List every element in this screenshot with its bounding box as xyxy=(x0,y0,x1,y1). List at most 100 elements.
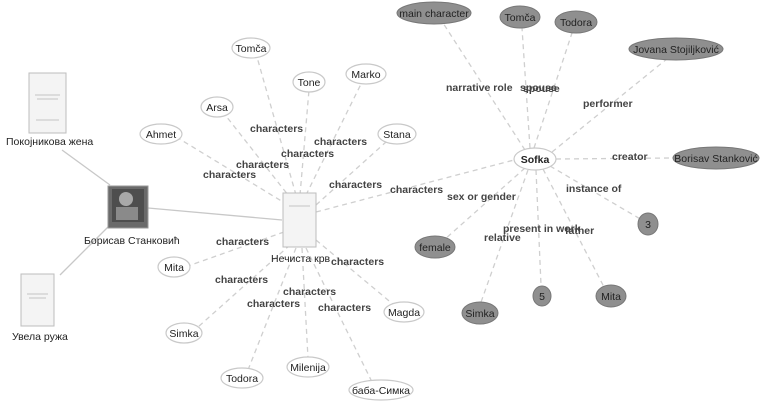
node-label: main character xyxy=(399,8,469,20)
author-node[interactable]: Борисав Станковић xyxy=(84,185,180,247)
work-pokojnikova[interactable]: Покојникова жена xyxy=(6,72,93,148)
edge-book-milenija xyxy=(301,247,309,359)
edge-label-relative: relative xyxy=(484,232,521,244)
graph-edges xyxy=(59,22,671,383)
edge-book-todora xyxy=(247,247,297,371)
edge-label-sofka: characters xyxy=(390,184,443,196)
node-label: Arsa xyxy=(206,102,228,114)
work-title: Увела ружа xyxy=(12,331,68,343)
edge-book-simka xyxy=(197,244,291,328)
node-label: баба-Симка xyxy=(352,385,410,397)
node-label: Mita xyxy=(601,291,621,303)
edge-sofka-simka xyxy=(479,169,529,306)
edge-book-tomca xyxy=(256,56,297,196)
edge-label-marko: characters xyxy=(314,136,367,148)
node-label: female xyxy=(419,242,451,254)
character-node-tone[interactable]: Tone xyxy=(292,71,326,93)
character-node-mita[interactable]: Mita xyxy=(157,256,191,278)
edge-label-ahmet: characters xyxy=(203,169,256,181)
edge-label-arsa: characters xyxy=(236,159,289,171)
book-cover-image xyxy=(28,72,67,134)
node-label: Magda xyxy=(388,307,420,319)
edge-book-tone xyxy=(299,89,310,196)
node-label: Tomča xyxy=(236,43,267,55)
value-node-borisav-stankovic[interactable]: Borisav Stanković xyxy=(672,146,760,170)
node-label: Milenija xyxy=(290,362,326,374)
edge-label-father: father xyxy=(565,225,594,237)
edge-label-milenija: characters xyxy=(283,286,336,298)
edge-sofka-main-character xyxy=(442,22,526,151)
value-node-tomca[interactable]: Tomča xyxy=(499,5,541,29)
node-label: Stana xyxy=(383,129,411,141)
node-label: Sofka xyxy=(521,154,550,166)
character-node-ahmet[interactable]: Ahmet xyxy=(139,123,183,145)
value-node-jovana-stojiljkovic[interactable]: Jovana Stojiljković xyxy=(628,37,724,61)
character-node-baba-simka[interactable]: баба-Симка xyxy=(348,379,414,401)
edge-labels: characters characters characters charact… xyxy=(203,82,648,314)
value-node-simka[interactable]: Simka xyxy=(461,301,499,325)
character-node-sofka[interactable]: Sofka xyxy=(513,147,557,171)
node-label: Tone xyxy=(298,77,321,89)
edge-label-present-in-work: present in work xyxy=(503,223,581,235)
edge-label-spouse-2: spouse xyxy=(523,83,560,95)
edge-label-sex-or-gender: sex or gender xyxy=(447,191,516,203)
value-node-mita[interactable]: Mita xyxy=(595,284,627,308)
edge-book-mita xyxy=(187,231,285,267)
edge-sofka-todora xyxy=(533,32,573,149)
edge-book-sofka xyxy=(315,159,515,213)
edge-label-spouse-1: spouse xyxy=(520,82,557,94)
edge-author-uvela xyxy=(59,224,111,276)
edge-label-tomca: characters xyxy=(250,123,303,135)
node-label: Marko xyxy=(351,69,380,81)
edge-sofka-jovana xyxy=(551,57,669,153)
edge-label-stana: characters xyxy=(329,179,382,191)
node-label: Tomča xyxy=(505,12,536,24)
edge-label-tone: characters xyxy=(281,148,334,160)
character-node-magda[interactable]: Magda xyxy=(383,301,425,323)
node-label: 5 xyxy=(539,291,545,303)
character-node-stana[interactable]: Stana xyxy=(377,123,417,145)
edge-sofka-tomca xyxy=(521,27,531,149)
edge-label-mita: characters xyxy=(216,236,269,248)
character-node-simka[interactable]: Simka xyxy=(165,322,203,344)
character-node-todora[interactable]: Todora xyxy=(220,367,264,389)
book-title: Нечиста крв xyxy=(271,253,331,265)
edge-label-performer: performer xyxy=(583,98,633,110)
node-label: Ahmet xyxy=(146,129,176,141)
edge-label-creator: creator xyxy=(612,151,648,163)
edge-label-todora: characters xyxy=(247,298,300,310)
edge-label-baba: characters xyxy=(318,302,371,314)
node-label: Simka xyxy=(465,308,494,320)
character-node-tomca[interactable]: Tomča xyxy=(231,37,271,59)
value-node-female[interactable]: female xyxy=(414,235,456,259)
node-label: Todora xyxy=(226,373,258,385)
book-node[interactable]: Нечиста крв xyxy=(271,192,331,265)
value-node-5[interactable]: 5 xyxy=(532,285,552,307)
value-node-todora[interactable]: Todora xyxy=(554,10,598,34)
work-title: Покојникова жена xyxy=(6,136,93,148)
value-node-3[interactable]: 3 xyxy=(637,212,659,236)
edge-label-simka: characters xyxy=(215,274,268,286)
character-node-marko[interactable]: Marko xyxy=(345,63,387,85)
node-label: Mita xyxy=(164,262,184,274)
edge-sofka-five xyxy=(535,169,542,286)
node-label: Todora xyxy=(560,17,592,29)
character-node-milenija[interactable]: Milenija xyxy=(286,356,330,378)
book-cover-image xyxy=(282,192,317,248)
character-node-arsa[interactable]: Arsa xyxy=(200,96,234,118)
node-label: Simka xyxy=(169,328,198,340)
edge-label-magda: characters xyxy=(331,256,384,268)
edge-sofka-mita xyxy=(542,168,605,288)
book-cover-image xyxy=(20,273,55,327)
edge-sofka-borisav xyxy=(555,157,671,160)
edge-label-instance-of: instance of xyxy=(566,183,622,195)
value-node-main-character[interactable]: main character xyxy=(396,1,472,25)
edge-author-pokojnikova xyxy=(61,149,111,186)
node-label: 3 xyxy=(645,219,651,231)
work-uvela[interactable]: Увела ружа xyxy=(12,273,68,343)
edge-book-stana xyxy=(315,141,387,206)
edge-book-ahmet xyxy=(177,137,289,206)
author-name: Борисав Станковић xyxy=(84,235,180,247)
edge-author-book xyxy=(147,207,283,221)
